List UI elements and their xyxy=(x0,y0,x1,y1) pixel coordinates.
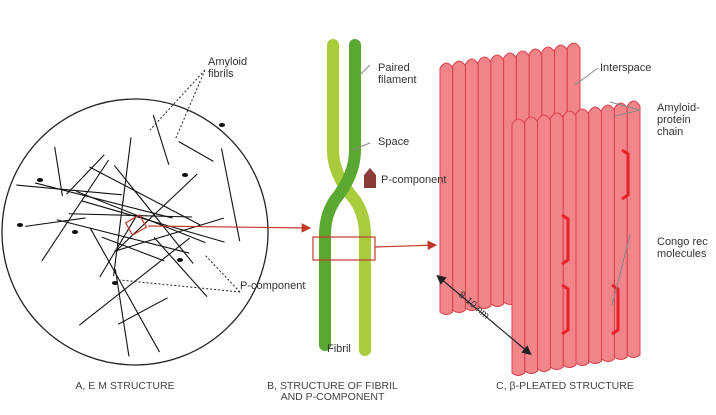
congo-red-molecule xyxy=(611,283,620,336)
p-component-dot xyxy=(71,229,79,235)
beta-pleated-blocks xyxy=(439,42,641,376)
beta-strand xyxy=(477,56,492,309)
label-congo-red: Congo rec molecules xyxy=(657,236,708,260)
fibril-line xyxy=(41,159,110,262)
p-component-dot xyxy=(36,177,44,183)
fibril-line xyxy=(89,166,201,226)
fibril-line xyxy=(153,236,208,298)
beta-strand xyxy=(524,116,539,374)
fibril-line xyxy=(54,146,63,197)
label-amyloid-protein-chain: Amyloid-protein chain xyxy=(657,102,700,138)
beta-strand xyxy=(626,100,641,358)
fibril-line xyxy=(113,137,132,277)
label-p-component-fibril: P-component xyxy=(381,174,447,186)
p-component-dot xyxy=(176,257,184,263)
beta-strand xyxy=(613,102,628,360)
beta-strand xyxy=(464,58,479,311)
p-component-dot xyxy=(181,172,189,178)
caption-c: C, β-PLEATED STRUCTURE xyxy=(496,380,634,392)
fibril-line xyxy=(68,213,192,218)
fibril-line xyxy=(56,219,190,254)
beta-strand xyxy=(511,118,526,376)
caption-a: A, E M STRUCTURE xyxy=(75,380,175,392)
congo-red-molecule xyxy=(561,283,570,336)
p-component-dot xyxy=(16,222,24,228)
beta-strand xyxy=(439,62,454,315)
congo-red-molecule xyxy=(621,148,630,201)
fibril-line xyxy=(220,148,241,242)
fibril-line xyxy=(152,114,170,165)
fibril-line xyxy=(178,141,214,162)
beta-strand xyxy=(549,112,564,370)
fibril-line xyxy=(99,215,137,278)
beta-strand xyxy=(575,108,590,366)
fibril-line xyxy=(101,236,165,262)
beta-strand xyxy=(562,110,577,368)
beta-strand xyxy=(452,60,466,313)
fibril-line xyxy=(25,217,86,227)
beta-strand xyxy=(601,104,615,362)
fibril-line xyxy=(78,237,191,326)
label-amyloid-fibrils: Amyloid fibrils xyxy=(208,56,248,80)
beta-strand xyxy=(588,106,603,364)
beta-strand xyxy=(537,114,551,372)
fibril-line xyxy=(66,154,105,195)
fibril-line xyxy=(114,217,225,252)
label-fibril: Fibril xyxy=(327,343,351,355)
fibril-line xyxy=(117,297,168,325)
p-component-dot xyxy=(111,280,119,286)
label-p-component-em: P-component xyxy=(240,280,306,292)
label-interspace: Interspace xyxy=(600,62,652,74)
p-component-dot xyxy=(218,122,226,128)
em-circle xyxy=(1,69,269,366)
label-paired-filament: Paired filament xyxy=(378,62,417,86)
congo-red-molecule xyxy=(561,213,570,266)
caption-b: B, STRUCTURE OF FIBRIL AND P-COMPONENT xyxy=(267,380,398,403)
label-space: Space xyxy=(378,136,410,148)
fibril-line xyxy=(115,173,198,252)
fibril-strands xyxy=(312,39,376,356)
beta-strand xyxy=(490,54,505,307)
fibril-line xyxy=(16,184,122,196)
